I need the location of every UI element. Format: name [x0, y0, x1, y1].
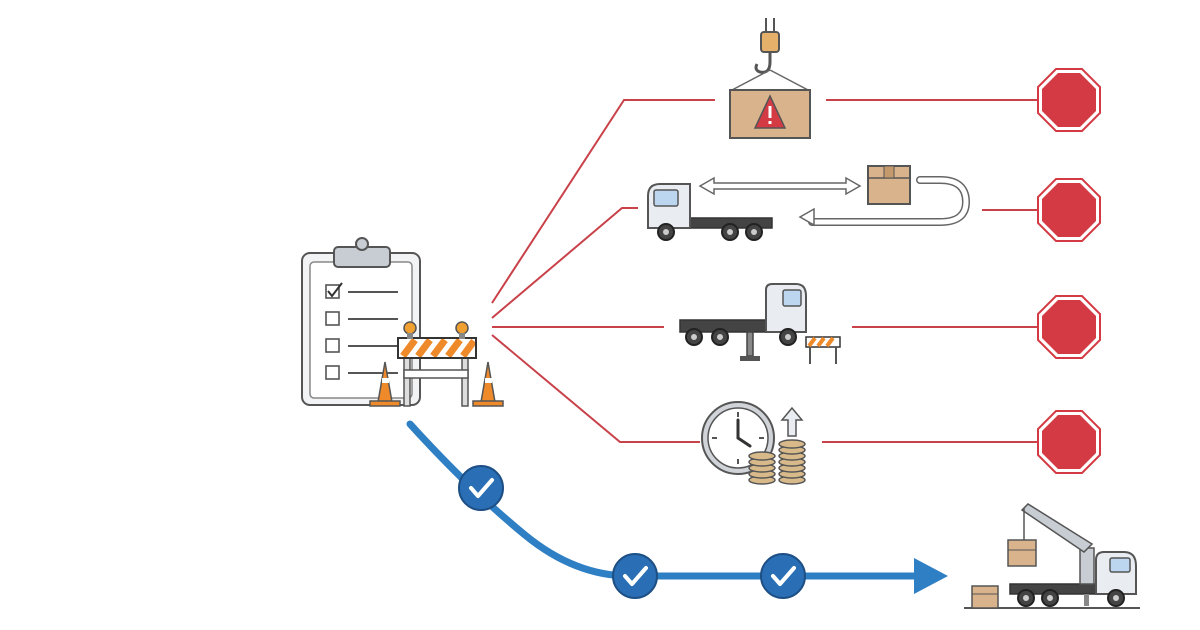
crane-hook-warning-box-icon: [729, 18, 811, 139]
stop-sign-icon: [1037, 410, 1101, 474]
risk-branches: [491, 99, 1040, 443]
clock-cost-increase-icon: [701, 401, 806, 485]
success-path: [406, 420, 948, 594]
stop-sign-icon: [1037, 295, 1101, 359]
success-arrow-head: [914, 558, 948, 594]
coin-icon: [778, 439, 806, 449]
crane-truck-delivery-icon: [964, 503, 1140, 609]
coin-icon: [748, 451, 776, 461]
clipboard-checklist-icon: [301, 237, 421, 406]
stop-sign-icon: [1037, 68, 1101, 132]
checkmark-badge-icon: [612, 553, 658, 599]
checklist-item: [325, 282, 398, 299]
road-barricade-icon: [397, 321, 477, 407]
traffic-cone-icon: [369, 361, 401, 407]
truck-stabilizer-barrier-icon: [679, 283, 841, 364]
checklist-item: [325, 338, 398, 353]
risk-branch-line: [491, 99, 715, 304]
traffic-cone-icon: [472, 361, 504, 407]
checkmark-badge-icon: [458, 465, 504, 511]
stop-sign-icon: [1037, 178, 1101, 242]
checklist-item: [325, 365, 398, 380]
success-path-line: [406, 420, 924, 580]
risk-branch-line: [491, 207, 638, 319]
checkmark-badge-icon: [760, 553, 806, 599]
checkmark-icon: [327, 282, 343, 298]
risk-branch-line: [491, 334, 700, 443]
truck-return-trip-icon: [647, 165, 971, 241]
checklist-item: [325, 311, 398, 326]
